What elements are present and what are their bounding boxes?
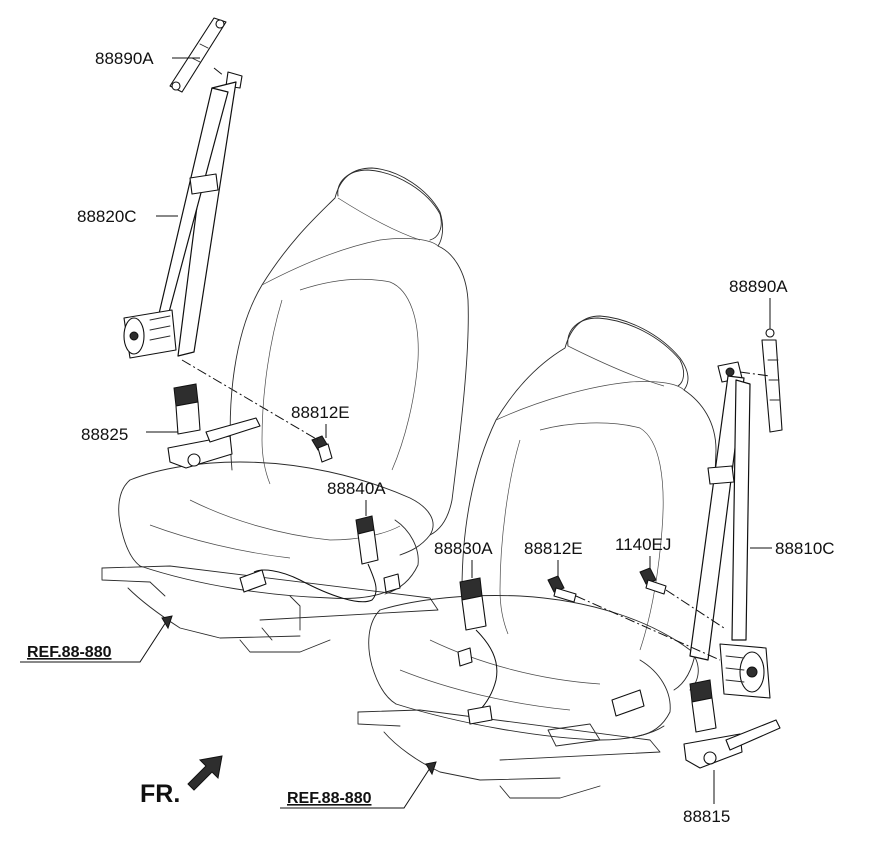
front-direction-marker: FR. [140,755,223,808]
label-right-buckle: 88815 [683,807,730,826]
label-left-inner-buckle: 88840A [327,479,386,498]
front-arrow-icon [187,755,223,791]
right-bolt-icon [547,575,577,603]
callouts: 88890A 88820C 88825 88812E 88840A 88830A… [20,49,835,826]
left-bolt-icon [311,435,333,463]
right-seat [357,315,717,799]
label-right-inner-buckle: 88830A [434,539,493,558]
right-belt-webbing-rear [731,379,751,641]
left-belt-webbing [177,81,237,357]
right-inner-buckle-icon [457,577,498,725]
left-belt-guide [189,173,219,195]
ref-left-leader [20,621,167,663]
left-buckle-icon [167,383,261,469]
label-right-guide: 88890A [729,277,788,296]
label-right-small-bolt: 1140EJ [615,535,671,554]
right-assembly-line-2 [665,589,725,629]
left-seat [101,167,469,653]
right-belt-assembly [689,361,771,699]
left-upper-line [213,67,225,77]
label-right-retractor: 88810C [775,539,835,558]
right-small-bolt-icon [639,567,667,595]
ref-right-leader [280,767,431,809]
right-buckle-icon [683,679,781,769]
label-left-buckle: 88825 [81,425,128,444]
label-right-bolt: 88812E [524,539,583,558]
left-assembly-line [181,359,319,441]
ref-right-label: REF.88-880 [287,790,372,807]
right-upper-line [739,371,771,377]
left-belt-assembly [123,71,243,359]
right-assembly-line-1 [575,595,721,661]
ref-left-label: REF.88-880 [27,644,112,661]
front-label: FR. [140,780,180,808]
right-belt-webbing [689,375,745,661]
left-height-adjuster-icon [169,17,227,93]
label-left-bolt: 88812E [291,403,350,422]
label-left-retractor: 88820C [77,207,137,226]
label-left-guide: 88890A [95,49,154,68]
right-belt-guide [707,465,735,485]
left-inner-buckle-icon [239,515,401,603]
right-height-adjuster-icon [761,328,783,433]
